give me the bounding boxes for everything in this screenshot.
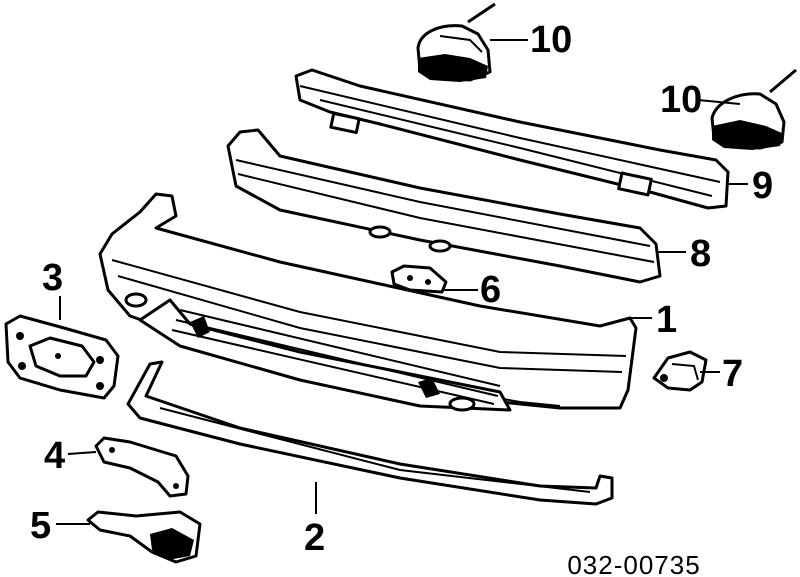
part-4-bracket	[94, 436, 190, 498]
grille-slats	[171, 309, 501, 405]
leader-lines	[56, 39, 748, 525]
callout-10-top: 10	[530, 19, 572, 61]
part-5-bracket	[86, 510, 202, 564]
part-10-bracket-right	[710, 68, 797, 150]
part-8-face-bar	[226, 128, 662, 284]
part-10-bracket-top	[416, 2, 496, 82]
part-9-reinforcement	[294, 68, 730, 210]
callout-9: 9	[752, 165, 773, 207]
callout-2: 2	[304, 517, 325, 559]
callout-8: 8	[690, 233, 711, 275]
callout-6: 6	[480, 269, 501, 311]
callout-1: 1	[656, 299, 677, 341]
callout-7: 7	[722, 353, 743, 395]
part-7-side-bracket	[652, 350, 708, 392]
part-6-bracket	[390, 264, 448, 294]
diagram-code: 032-00735	[567, 550, 700, 577]
part-2-lower-strip	[126, 360, 614, 506]
callout-3: 3	[42, 257, 63, 299]
part-3-license-bracket	[4, 314, 120, 400]
callout-10-right: 10	[660, 79, 702, 121]
callout-4: 4	[44, 435, 65, 477]
callout-5: 5	[30, 505, 51, 547]
